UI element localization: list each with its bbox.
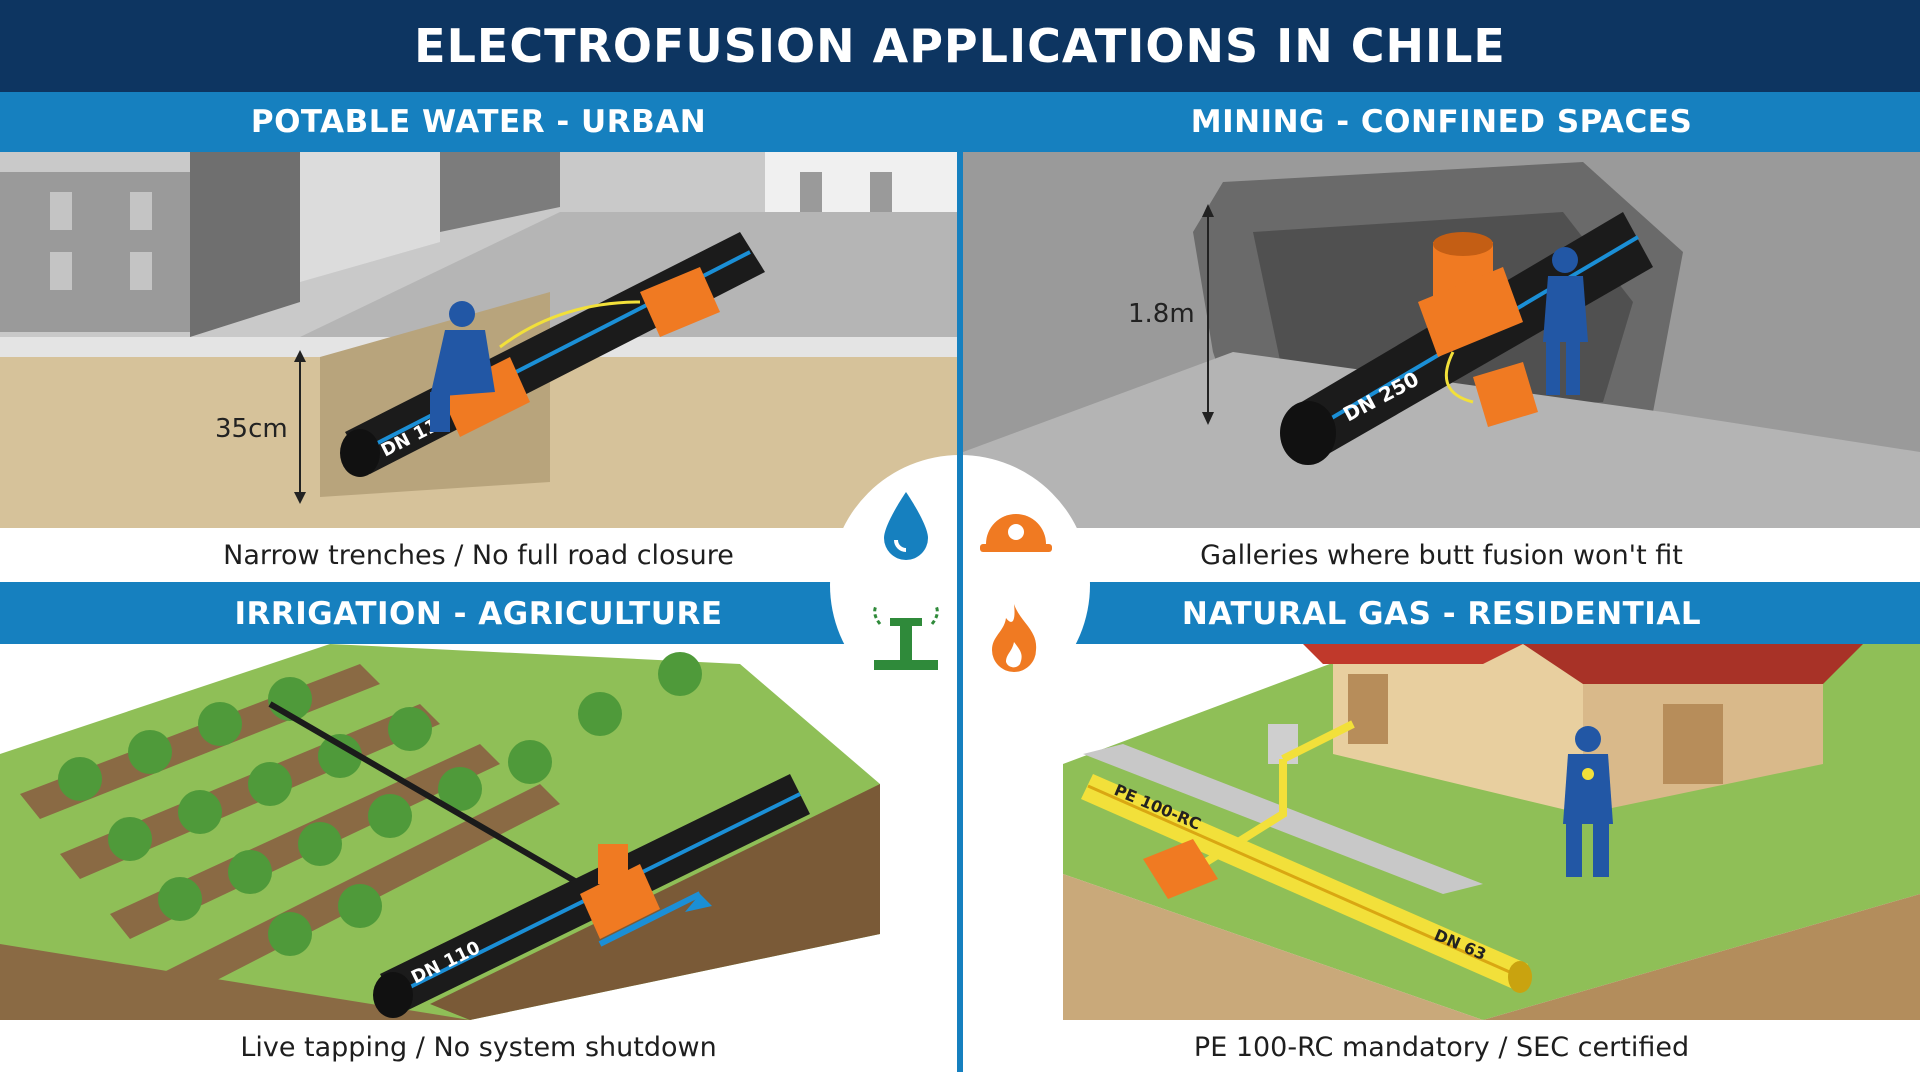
fusion-control-unit bbox=[640, 267, 720, 337]
electrofusion-tee bbox=[1143, 839, 1218, 899]
gas-caption: PE 100-RC mandatory / SEC certified bbox=[1193, 1031, 1690, 1063]
mining-scene: 1.8m DN 250 bbox=[963, 152, 1920, 528]
certified-technician bbox=[1563, 726, 1613, 877]
water-caption: Narrow trenches / No full road closure bbox=[223, 539, 734, 571]
water-panel-heading: POTABLE WATER - URBAN bbox=[0, 92, 957, 152]
mining-caption: Galleries where butt fusion won't fit bbox=[1200, 539, 1683, 571]
water-scene: 35cm DN 110 bbox=[0, 152, 957, 528]
tapping-tee bbox=[580, 844, 660, 939]
sidewalk bbox=[1083, 744, 1483, 894]
irrigation-caption: Live tapping / No system shutdown bbox=[240, 1031, 717, 1063]
fusion-control-unit bbox=[1473, 362, 1538, 427]
worker-figure bbox=[430, 301, 495, 432]
title-bar: ELECTROFUSION APPLICATIONS IN CHILE bbox=[0, 0, 1920, 92]
lateral-line bbox=[268, 701, 582, 887]
electrofusion-coupler bbox=[440, 357, 530, 437]
gas-scene: PE 100-RC DN 63 bbox=[963, 644, 1920, 1020]
irrigation-scene: DN 110 bbox=[0, 644, 957, 1020]
gas-panel-heading: NATURAL GAS - RESIDENTIAL bbox=[963, 584, 1920, 644]
gallery-height-label: 1.8m bbox=[1128, 299, 1195, 329]
center-divider bbox=[957, 455, 963, 715]
tee-fitting bbox=[1418, 232, 1523, 357]
trench-depth-label: 35cm bbox=[215, 414, 288, 444]
sprinkler-icon bbox=[873, 605, 939, 670]
mining-panel-heading: MINING - CONFINED SPACES bbox=[963, 92, 1920, 152]
worker-figure bbox=[1543, 247, 1588, 395]
vine-trees bbox=[58, 652, 702, 956]
water-drop-icon bbox=[884, 492, 928, 560]
house bbox=[1268, 644, 1863, 814]
irrigation-panel-heading: IRRIGATION - AGRICULTURE bbox=[0, 584, 957, 644]
flame-icon bbox=[992, 604, 1037, 672]
hard-hat-icon bbox=[980, 514, 1052, 552]
page-title: ELECTROFUSION APPLICATIONS IN CHILE bbox=[414, 19, 1506, 73]
